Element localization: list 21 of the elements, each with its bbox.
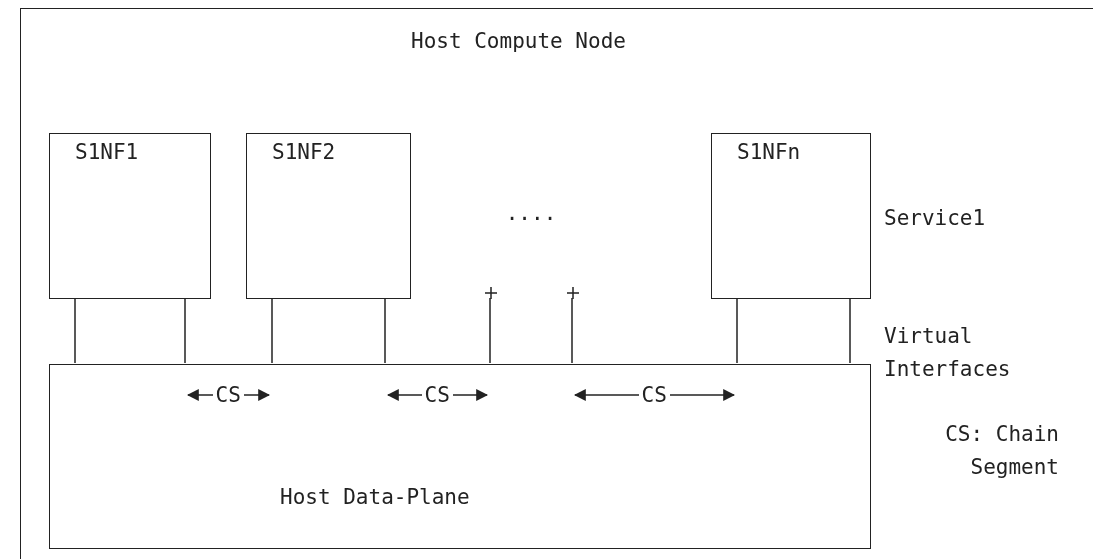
connector-line [271,297,273,364]
legend-note: CS: Chain Segment [944,421,1059,481]
function-box [711,133,871,299]
connector-line [74,297,76,364]
data-plane-box [49,364,871,549]
connector-line [184,297,186,364]
side-label: Virtual Interfaces [884,323,1012,383]
node-label: Host Compute Node [411,29,626,53]
node-label: S1NF2 [272,140,336,164]
connector-line [849,297,851,364]
connector-line [736,297,738,364]
side-label: Service1 [884,205,987,232]
connector-line [384,297,386,364]
node-label: Host Data-Plane [280,485,470,509]
function-box [246,133,411,299]
function-box [49,133,211,299]
node-label: S1NF1 [75,140,139,164]
ellipsis-text: .... [504,201,558,225]
connector-line [489,297,491,364]
connector-line [571,297,573,364]
node-label: S1NFn [737,140,801,164]
